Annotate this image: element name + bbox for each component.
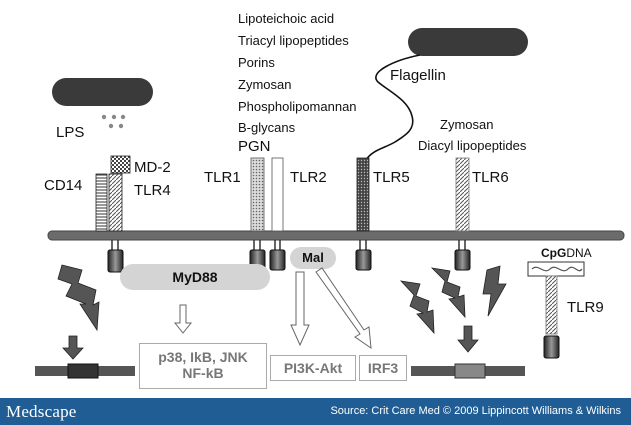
- arrow-mal-to-pi3k: [290, 271, 310, 347]
- cpg-dna-label: CpGDNA: [541, 247, 592, 259]
- p38-line2: NF-kB: [182, 365, 224, 382]
- p38-nfkb-box: p38, IkB, JNK NF-kB: [139, 343, 267, 389]
- tlr1-label: TLR1: [204, 169, 241, 186]
- ligand-lipoteichoic-acid: Lipoteichoic acid: [238, 11, 335, 26]
- tlr6-receptor: [455, 157, 470, 232]
- medscape-logo: Medscape: [6, 402, 77, 421]
- ligand-b-glycans: B-glycans: [238, 120, 296, 135]
- myd88-label: MyD88: [172, 269, 218, 285]
- md2-protein: [110, 155, 131, 174]
- gene-promoter-right: [454, 363, 486, 379]
- lightning-bolt-right-3: [482, 265, 507, 317]
- tlr2-label: TLR2: [290, 169, 327, 186]
- arrow-to-left-gene: [62, 335, 84, 360]
- lps-label: LPS: [56, 124, 85, 141]
- tlr4-label: TLR4: [134, 182, 171, 199]
- irf3-box: IRF3: [359, 355, 407, 381]
- lightning-bolt-right-2: [430, 267, 466, 319]
- footer-bar: Medscape Source: Crit Care Med © 2009 Li…: [0, 398, 631, 425]
- tlr5-tir-domain: [355, 249, 372, 271]
- md2-label: MD-2: [134, 159, 171, 176]
- lightning-bolt-left: [57, 264, 100, 332]
- dna-label: DNA: [566, 246, 592, 260]
- cd14-receptor: [95, 173, 108, 232]
- ligand-phospholipomannan: Phospholipomannan: [238, 99, 357, 114]
- tlr6-tir-domain: [454, 249, 471, 271]
- tlr6-ligand-diacyl-lipopeptides: Diacyl lipopeptides: [418, 138, 527, 153]
- gene-promoter-left: [67, 363, 99, 379]
- cpg-label: CpG: [541, 246, 567, 260]
- flagellin-bacterium: [408, 28, 528, 56]
- lps-dots: [101, 114, 126, 129]
- tlr2-receptor: [271, 157, 284, 232]
- tlr9-receptor: [545, 275, 558, 335]
- tlr6-label: TLR6: [472, 169, 509, 186]
- lps-bacterium: [52, 78, 153, 106]
- tlr6-ligand-zymosan: Zymosan: [440, 117, 494, 132]
- tlr4-receptor: [108, 173, 123, 232]
- lightning-bolt-right-1: [399, 280, 435, 335]
- tlr9-label: TLR9: [567, 299, 604, 316]
- mal-label: Mal: [302, 250, 324, 265]
- myd88-adaptor: [120, 264, 270, 290]
- arrow-mal-to-irf3: [315, 267, 372, 350]
- ligand-triacyl-lipopeptides: Triacyl lipopeptides: [238, 33, 349, 48]
- flagellin-label: Flagellin: [390, 67, 446, 84]
- flagellum: [365, 54, 421, 161]
- pi3k-akt-box: PI3K-Akt: [270, 355, 356, 381]
- arrow-myd88-to-p38: [173, 304, 193, 334]
- cell-membrane: [47, 230, 625, 241]
- ligand-porins: Porins: [238, 55, 275, 70]
- cd14-label: CD14: [44, 177, 83, 194]
- tlr1-receptor: [250, 157, 265, 232]
- mal-adaptor: [290, 247, 336, 269]
- tlr4-tir-domain: [107, 249, 124, 273]
- p38-line1: p38, IkB, JNK: [158, 349, 248, 365]
- tlr5-receptor: [356, 157, 370, 232]
- tlr5-label: TLR5: [373, 169, 410, 186]
- ligand-zymosan: Zymosan: [238, 77, 292, 92]
- tlr2-tir-domain: [269, 249, 286, 271]
- pgn-label: PGN: [238, 138, 271, 155]
- arrow-to-right-gene: [457, 325, 479, 353]
- source-citation: Source: Crit Care Med © 2009 Lippincott …: [330, 405, 621, 417]
- tlr9-tir-domain: [543, 335, 560, 359]
